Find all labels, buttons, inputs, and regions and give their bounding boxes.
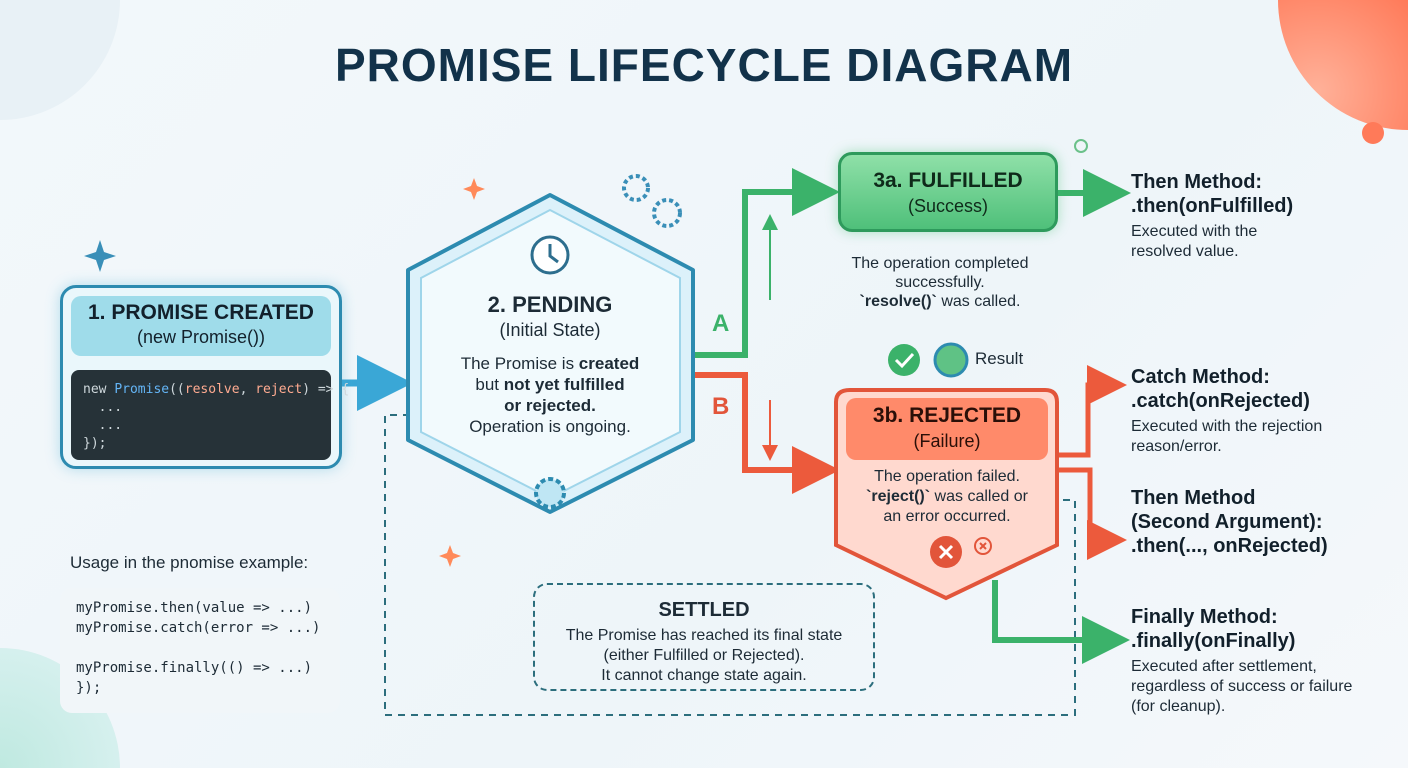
method-description: (for cleanup). [1131, 698, 1226, 715]
gears-decor-icon [622, 174, 682, 228]
code-token: reject [255, 382, 303, 397]
rejected-header: 3b. REJECTED (Failure) [846, 404, 1048, 452]
code-token: new [83, 382, 115, 397]
text: created [578, 354, 640, 373]
rejected-description: The operation failed. `reject()` was cal… [846, 467, 1048, 527]
code-token: (( [169, 382, 185, 397]
promise-created-card: 1. PROMISE CREATED (new Promise()) new P… [60, 285, 349, 469]
rejected-title: 3b. REJECTED [872, 404, 1022, 427]
method-heading: (Second Argument): [1131, 511, 1323, 533]
path-a-arrow [693, 168, 840, 358]
text: successfully. [895, 274, 985, 291]
method-signature: .then(onFulfilled) [1131, 195, 1294, 217]
promise-created-subtitle: (new Promise()) [136, 327, 265, 347]
rejected-to-catch-arrow [1058, 365, 1127, 458]
fulfilled-subtitle: (Success) [907, 196, 988, 216]
method-description: Executed with the [1131, 223, 1258, 240]
text: `reject()` [866, 488, 931, 505]
text: an error occurred. [883, 508, 1011, 525]
catch-method-block: Catch Method: .catch(onRejected) Execute… [1131, 365, 1401, 457]
method-description: Executed after settlement, [1131, 658, 1317, 675]
settled-description: The Promise has reached its final state [565, 627, 843, 644]
rejected-subtitle: (Failure) [913, 431, 981, 451]
path-b-arrow [693, 372, 840, 494]
method-signature: .catch(onRejected) [1131, 390, 1310, 412]
then-method-block: Then Method: .then(onFulfilled) Executed… [1131, 170, 1401, 262]
settled-description: It cannot change state again. [601, 667, 807, 684]
settled-description: (either Fulfilled or Rejected). [603, 647, 805, 664]
text: was called or [930, 488, 1028, 505]
text: not yet fulfilled [503, 375, 625, 394]
method-description: resolved value. [1131, 243, 1239, 260]
loop-dashed [384, 414, 1076, 716]
rejected-to-then2-arrow [1058, 467, 1127, 560]
settled-title: SETTLED [658, 599, 750, 621]
code-token: resolve [184, 382, 240, 397]
text: was called. [936, 293, 1021, 310]
method-heading: Then Method: [1131, 171, 1263, 193]
sparkle-icon [84, 178, 485, 567]
method-heading: Then Method [1131, 487, 1256, 509]
path-b-label: B [712, 393, 730, 420]
promise-created-header: 1. PROMISE CREATED (new Promise()) [71, 296, 331, 356]
result-icon [933, 342, 969, 378]
promise-created-title: 1. PROMISE CREATED [88, 301, 314, 324]
method-heading: Catch Method: [1131, 366, 1270, 388]
promise-constructor-code: new Promise((resolve, reject) => { ... .… [71, 370, 349, 460]
fulfilled-description: The operation completed successfully. `r… [820, 254, 1060, 311]
usage-label: Usage in the pnomise example: [70, 553, 309, 572]
error-small-icon [974, 537, 992, 555]
text: Operation is ongoing. [469, 417, 631, 436]
method-description: Executed with the rejection [1131, 418, 1323, 435]
code-token: ) => { ... ... }); [83, 382, 350, 451]
result-label: Result [975, 349, 1024, 368]
page-title: PROMISE LIFECYCLE DIAGRAM [334, 39, 1074, 91]
pending-description: The Promise is created but not yet fulfi… [420, 353, 680, 437]
decor-ring [1074, 139, 1088, 153]
error-x-icon [930, 536, 962, 568]
method-signature: .then(..., onRejected) [1131, 535, 1328, 557]
method-signature: .finally(onFinally) [1131, 630, 1296, 652]
finally-method-block: Finally Method: .finally(onFinally) Exec… [1131, 605, 1401, 717]
usage-code-block: myPromise.then(value => ...) myPromise.c… [60, 588, 340, 713]
text: The operation failed. [874, 468, 1020, 485]
pending-content: 2. PENDING (Initial State) The Promise i… [420, 292, 680, 437]
settled-box: SETTLED The Promise has reached its fina… [533, 583, 875, 691]
pending-subtitle: (Initial State) [499, 320, 601, 340]
code-token: Promise [114, 382, 170, 397]
text: but [475, 375, 504, 394]
decor-dot [1362, 122, 1384, 144]
code-token: , [239, 382, 256, 397]
clock-icon [530, 235, 570, 275]
text: or rejected. [504, 396, 596, 415]
fulfilled-title: 3a. FULFILLED [873, 169, 1023, 192]
text: The Promise is [460, 354, 579, 373]
fulfilled-card: 3a. FULFILLED (Success) [838, 152, 1058, 232]
path-a-label: A [712, 310, 730, 337]
text: The operation completed [851, 255, 1029, 272]
rejected-header-bg [846, 398, 1048, 460]
gear-icon [534, 477, 566, 509]
pending-title: 2. PENDING [487, 292, 613, 317]
then-second-arg-block: Then Method (Second Argument): .then(...… [1131, 486, 1401, 558]
method-description: regardless of success or failure [1131, 678, 1353, 695]
rejected-to-finally-arrow [992, 580, 1130, 664]
method-heading: Finally Method: [1131, 606, 1278, 628]
check-icon [888, 344, 920, 376]
text: `resolve()` [859, 293, 937, 310]
method-description: reason/error. [1131, 438, 1222, 455]
